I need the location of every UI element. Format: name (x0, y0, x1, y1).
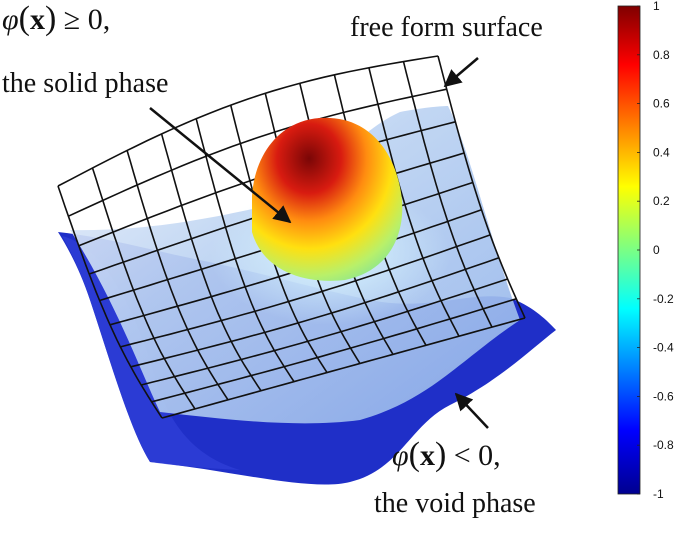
void-phase-highlight (62, 236, 240, 470)
colorbar-tick-label: -0.2 (653, 292, 674, 306)
colorbar-gradient (617, 5, 641, 495)
mesh-line-v (68, 88, 447, 217)
solid-condition-label: φ(x) ≥ 0, (2, 0, 111, 37)
colorbar-tick-label: 0.2 (653, 194, 670, 208)
colorbar-tick-label: -0.6 (653, 389, 674, 403)
solid-bump (252, 117, 403, 281)
colorbar-tick-label: 0.8 (653, 48, 670, 62)
solid-phase-label: the solid phase (2, 68, 169, 99)
mesh-line-v (151, 298, 517, 403)
colorbar: 1 0.8 0.6 0.4 0.2 0 -0.2 -0.4 -0.6 -0.8 -1 (617, 0, 674, 501)
colorbar-tick-label: -0.4 (653, 341, 674, 355)
colorbar-tick-label: 0 (653, 243, 660, 257)
mesh-line-v (161, 317, 526, 419)
mesh-line-v (141, 278, 508, 386)
void-arrow (454, 392, 489, 429)
void-phase-label: the void phase (374, 488, 536, 519)
mesh-line-v (130, 257, 500, 368)
colorbar-tick-label: -1 (653, 487, 664, 501)
surface-label: free form surface (350, 12, 543, 43)
surface-arrow (443, 57, 479, 88)
mesh-line-v (57, 55, 439, 187)
void-condition-label: φ(x) < 0, (392, 436, 501, 473)
colorbar-tick-label: 0.4 (653, 145, 670, 159)
mesh-line-v (120, 234, 491, 348)
colorbar-tick-label: 1 (653, 0, 660, 13)
colorbar-tick-label: -0.8 (653, 438, 674, 452)
colorbar-tick-label: 0.6 (653, 97, 670, 111)
solid-arrow (149, 107, 292, 224)
